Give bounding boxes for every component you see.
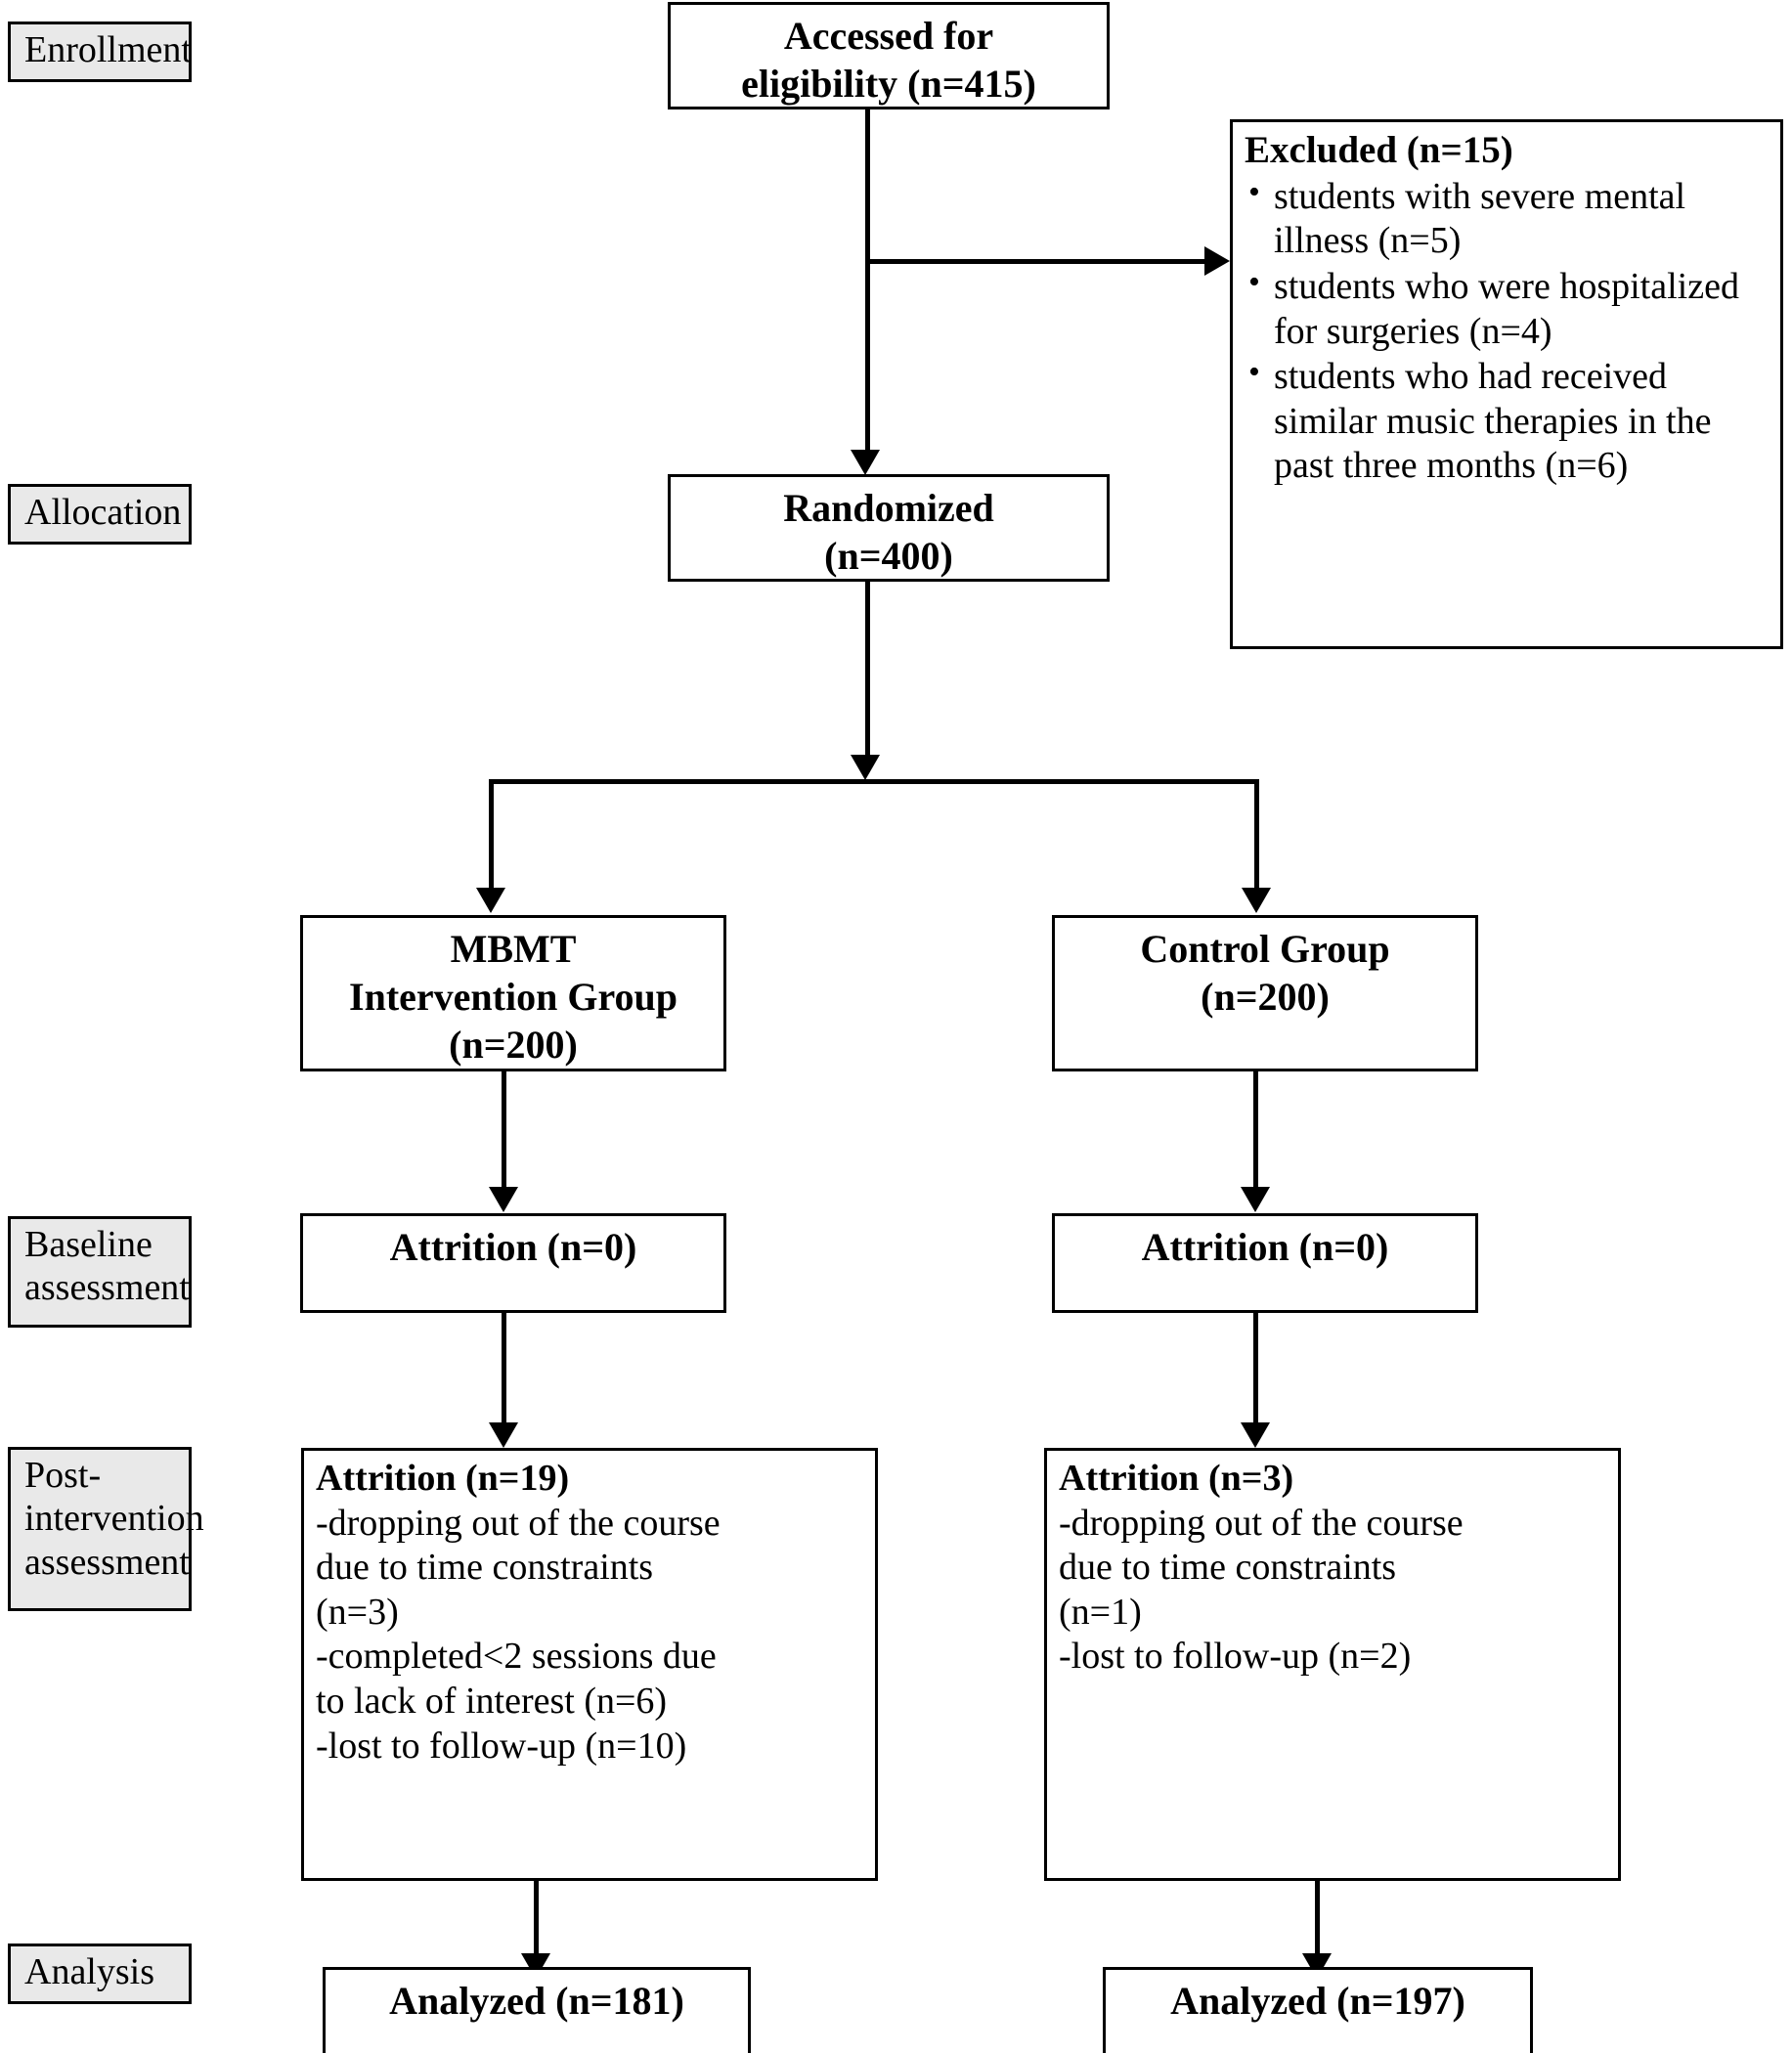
list-item: students with severe mental illness (n=5… (1245, 173, 1772, 264)
attrition-post-left-line-1: -dropping out of the course (316, 1502, 721, 1544)
stage-label-post-intervention-assessment: Post- intervention assessment (8, 1447, 204, 1611)
attrition-baseline-right-header: Attrition (n=0) (1141, 1225, 1389, 1269)
connector-split-bar (489, 779, 1259, 784)
arrowhead-to-baseline-attrition-right (1241, 1187, 1270, 1212)
arrowhead-to-baseline-attrition-left (489, 1187, 518, 1212)
excluded-reason-list: students with severe mental illness (n=5… (1245, 173, 1772, 489)
control-line-2: (n=200) (1201, 974, 1330, 1019)
stage-label-baseline-assessment: Baseline assessment (8, 1216, 192, 1328)
node-assessed-for-eligibility: Accessed for eligibility (n=415) (668, 2, 1110, 109)
stage-label-analysis: Analysis (8, 1944, 192, 2004)
control-line-1: Control Group (1140, 927, 1390, 971)
attrition-post-right-line-1: -dropping out of the course (1059, 1502, 1464, 1544)
node-attrition-post-right: Attrition (n=3) -dropping out of the cou… (1044, 1448, 1621, 1881)
node-excluded: Excluded (n=15) students with severe men… (1230, 119, 1783, 649)
attrition-baseline-left-header: Attrition (n=0) (389, 1225, 637, 1269)
node-attrition-baseline-right: Attrition (n=0) (1052, 1213, 1478, 1313)
attrition-post-right-line-3: (n=1) (1059, 1591, 1142, 1633)
assessed-line-2: eligibility (n=415) (741, 61, 1036, 106)
arrowhead-to-post-attrition-left (489, 1422, 518, 1448)
excluded-title: Excluded (n=15) (1245, 129, 1513, 171)
attrition-post-left-line-3: (n=3) (316, 1591, 399, 1633)
intervention-line-2: Intervention Group (349, 974, 677, 1019)
randomized-line-1: Randomized (783, 486, 994, 530)
list-item: students who were hospitalized for surge… (1245, 263, 1772, 354)
connector-split-to-intervention (489, 779, 494, 896)
arrowhead-to-intervention-group (476, 888, 505, 913)
node-analyzed-right: Analyzed (n=197) (1103, 1967, 1533, 2053)
connector-baseline-to-post-right (1253, 1313, 1258, 1432)
arrowhead-to-post-attrition-right (1241, 1422, 1270, 1448)
node-attrition-baseline-left: Attrition (n=0) (300, 1213, 726, 1313)
node-intervention-group: MBMT Intervention Group (n=200) (300, 915, 726, 1071)
attrition-post-left-line-6: -lost to follow-up (n=10) (316, 1725, 687, 1767)
attrition-post-left-line-2: due to time constraints (316, 1547, 654, 1589)
stage-label-enrollment: Enrollment (8, 22, 192, 82)
attrition-post-left-header: Attrition (n=19) (316, 1458, 570, 1499)
randomized-line-2: (n=400) (824, 533, 953, 578)
node-randomized: Randomized (n=400) (668, 474, 1110, 582)
arrowhead-to-excluded (1204, 246, 1230, 276)
connector-post-to-analyzed-right (1315, 1881, 1320, 1963)
attrition-post-left-line-4: -completed<2 sessions due (316, 1636, 717, 1678)
attrition-post-right-line-2: due to time constraints (1059, 1547, 1397, 1589)
arrowhead-to-control-group (1242, 888, 1271, 913)
list-item: students who had received similar music … (1245, 353, 1772, 489)
node-attrition-post-left: Attrition (n=19) -dropping out of the co… (301, 1448, 878, 1881)
connector-control-to-baseline-attrition (1253, 1071, 1258, 1197)
attrition-post-left-line-5: to lack of interest (n=6) (316, 1680, 668, 1722)
analyzed-left-header: Analyzed (n=181) (389, 1979, 684, 2023)
arrowhead-to-randomized (851, 450, 880, 475)
connector-baseline-to-post-left (502, 1313, 506, 1432)
connector-assessed-to-randomized (865, 109, 870, 459)
attrition-post-right-line-4: -lost to follow-up (n=2) (1059, 1636, 1412, 1678)
connector-to-excluded (865, 259, 1214, 264)
connector-randomized-to-split (865, 582, 870, 763)
stage-label-allocation: Allocation (8, 484, 192, 545)
connector-intervention-to-baseline-attrition (502, 1071, 506, 1197)
attrition-post-right-header: Attrition (n=3) (1059, 1458, 1294, 1499)
assessed-line-1: Accessed for (783, 14, 994, 58)
node-analyzed-left: Analyzed (n=181) (323, 1967, 751, 2053)
intervention-line-1: MBMT (450, 927, 577, 971)
connector-post-to-analyzed-left (534, 1881, 539, 1963)
intervention-line-3: (n=200) (449, 1022, 578, 1067)
arrowhead-at-split (851, 755, 880, 780)
analyzed-right-header: Analyzed (n=197) (1170, 1979, 1465, 2023)
connector-split-to-control (1254, 779, 1259, 896)
node-control-group: Control Group (n=200) (1052, 915, 1478, 1071)
